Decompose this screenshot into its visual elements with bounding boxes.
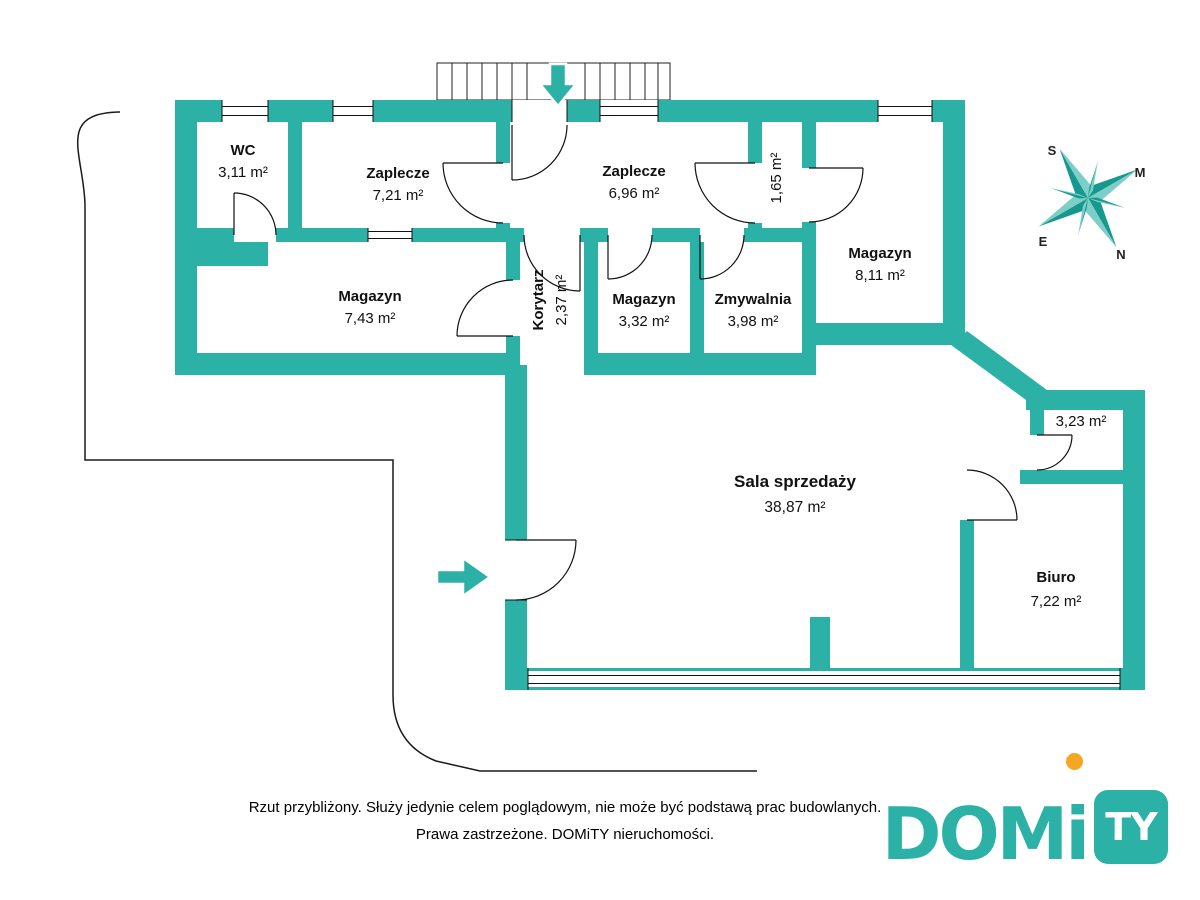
entrance-arrow-right	[435, 555, 493, 599]
wall-segment	[652, 228, 700, 242]
compass-star	[1038, 148, 1138, 248]
room-labels: WC 3,11 m² Zaplecze 7,21 m² Zaplecze 6,9…	[218, 142, 1106, 610]
wall-segment	[505, 365, 527, 540]
door-arc	[694, 162, 756, 224]
logo-i-letter: i	[1065, 752, 1090, 870]
wall-segment	[802, 222, 816, 375]
room-sala-name: Sala sprzedaży	[734, 472, 856, 491]
door-arc	[966, 469, 1018, 521]
footer-line-1: Rzut przybliżony. Służy jedynie celem po…	[248, 799, 882, 816]
door-arc	[699, 234, 745, 280]
room-wc-name: WC	[231, 142, 256, 159]
room-magazyn-743-area: 7,43 m²	[345, 310, 396, 327]
room-magazyn-332-name: Magazyn	[612, 291, 675, 308]
door-arc	[442, 162, 504, 224]
wall-segment	[506, 242, 520, 280]
room-magazyn-332-area: 3,32 m²	[619, 313, 670, 330]
logo-ty-text: TY	[1105, 805, 1157, 849]
door-arc	[808, 167, 864, 223]
wall-segment	[197, 242, 268, 266]
doors	[233, 124, 1073, 601]
wall-segment	[810, 617, 830, 668]
wall-segment	[802, 122, 816, 168]
room-zaplecze-2-name: Zaplecze	[602, 163, 665, 180]
wall-segment	[276, 228, 302, 242]
wall-segment	[960, 520, 974, 668]
wall-segment	[175, 353, 520, 375]
compass-letter-left: E	[1039, 234, 1048, 249]
walls	[175, 100, 1145, 690]
door-arc	[515, 539, 577, 601]
wall-segment	[1030, 410, 1044, 435]
wall-segment	[1123, 390, 1145, 690]
wall-segment	[288, 122, 302, 242]
wall-segment	[302, 228, 368, 242]
internal-hatch	[367, 228, 413, 242]
wall-segment	[496, 122, 510, 163]
windows	[221, 100, 1121, 690]
wall-segment	[175, 100, 197, 375]
room-323-area: 3,23 m²	[1056, 413, 1107, 430]
door-arc	[233, 192, 277, 236]
wall-segment	[584, 242, 598, 375]
door-arc	[607, 234, 653, 280]
entrance-arrow-down	[537, 62, 579, 108]
room-sala-area: 38,87 m²	[764, 499, 825, 516]
wall-segment	[505, 600, 527, 690]
logo-dom-text: DOM	[881, 791, 1069, 876]
entrance-opening-side	[505, 539, 527, 601]
wall-segment	[175, 100, 965, 122]
footer-line-2: Prawa zastrzeżone. DOMiTY nieruchomości.	[415, 826, 715, 843]
room-wc-area: 3,11 m²	[218, 164, 268, 181]
door-arc	[511, 124, 568, 181]
wall-segment	[1020, 470, 1123, 484]
wall-segment	[748, 223, 762, 242]
compass-letter-right: M	[1135, 165, 1146, 180]
room-zmywalnia-name: Zmywalnia	[715, 291, 792, 308]
room-biuro-name: Biuro	[1036, 569, 1075, 586]
storefront-window	[527, 668, 1121, 690]
site-boundary-line	[76, 111, 757, 772]
window	[332, 100, 374, 122]
window	[877, 100, 933, 122]
compass-letter-bottom: N	[1116, 247, 1125, 262]
room-magazyn-743-name: Magazyn	[338, 288, 401, 305]
door-arc	[1036, 434, 1073, 471]
wall-segment	[802, 323, 965, 345]
logo-i-dot	[1066, 752, 1084, 770]
window	[599, 100, 659, 122]
wall-segment	[580, 228, 608, 242]
room-zmywalnia-area: 3,98 m²	[728, 313, 779, 330]
room-165-area: 1,65 m²	[768, 153, 785, 204]
wall-segment	[412, 228, 510, 242]
room-magazyn-811-name: Magazyn	[848, 245, 911, 262]
domity-logo: DOM i TY	[881, 752, 1168, 876]
wall-segment	[197, 228, 234, 242]
room-korytarz-area: 2,37 m²	[553, 275, 570, 326]
room-magazyn-811-area: 8,11 m²	[855, 267, 905, 284]
room-korytarz-name: Korytarz	[530, 270, 547, 331]
wall-segment	[748, 122, 762, 163]
wall-segment	[510, 228, 524, 242]
window	[221, 100, 269, 122]
wall-segment	[584, 353, 816, 375]
wall-segment	[943, 100, 965, 345]
room-biuro-area: 7,22 m²	[1031, 593, 1082, 610]
door-arc	[456, 279, 514, 337]
room-zaplecze-2-area: 6,96 m²	[609, 185, 660, 202]
logo-i-glyph: i	[1065, 791, 1090, 876]
compass-rose: S M N E	[1038, 143, 1146, 262]
compass-letter-top: S	[1048, 143, 1057, 158]
footer-disclaimer: Rzut przybliżony. Służy jedynie celem po…	[0, 794, 1130, 848]
entrance-opening-top	[511, 100, 568, 122]
wall-segment	[1026, 390, 1145, 410]
entrance-arrows	[435, 62, 579, 599]
logo-ty-box: TY	[1094, 790, 1168, 864]
door-arc	[523, 234, 581, 292]
room-zaplecze-1-area: 7,21 m²	[373, 187, 424, 204]
wall-segment	[951, 331, 1051, 408]
room-zaplecze-1-name: Zaplecze	[366, 165, 429, 182]
